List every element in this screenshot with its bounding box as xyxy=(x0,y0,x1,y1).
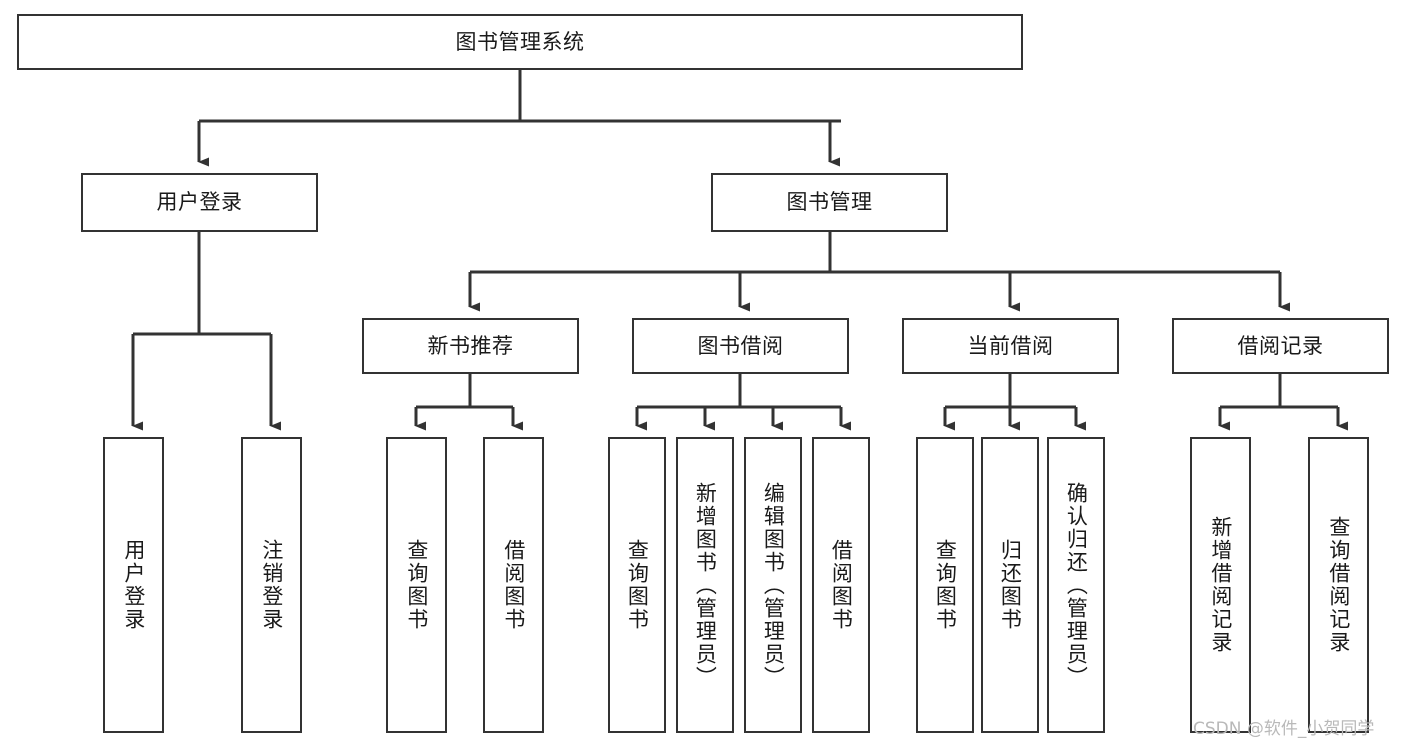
node-leaf-query-book-borrow[interactable]: 查询图书 xyxy=(608,437,666,733)
node-current-borrow-label: 当前借阅 xyxy=(967,333,1054,358)
node-leaf-confirm-return-admin-label: 确认归还（管理员） xyxy=(1064,481,1089,689)
node-leaf-return-book[interactable]: 归还图书 xyxy=(981,437,1039,733)
node-leaf-confirm-return-admin[interactable]: 确认归还（管理员） xyxy=(1047,437,1105,733)
node-leaf-query-book-current-label: 查询图书 xyxy=(933,539,958,631)
node-leaf-borrow-book-recommend[interactable]: 借阅图书 xyxy=(483,437,544,733)
node-leaf-add-borrow-record[interactable]: 新增借阅记录 xyxy=(1190,437,1251,733)
node-leaf-add-borrow-record-label: 新增借阅记录 xyxy=(1208,516,1233,654)
node-leaf-query-book-recommend-label: 查询图书 xyxy=(404,539,429,631)
node-leaf-borrow-book-label: 借阅图书 xyxy=(829,539,854,631)
node-book-borrow-label: 图书借阅 xyxy=(697,333,784,358)
node-leaf-borrow-book-recommend-label: 借阅图书 xyxy=(501,539,526,631)
node-borrow-record[interactable]: 借阅记录 xyxy=(1172,318,1389,374)
node-leaf-add-book-admin[interactable]: 新增图书（管理员） xyxy=(676,437,734,733)
node-leaf-user-login-label: 用户登录 xyxy=(121,539,146,631)
node-leaf-add-book-admin-label: 新增图书（管理员） xyxy=(693,481,718,689)
node-leaf-query-borrow-record-label: 查询借阅记录 xyxy=(1326,516,1351,654)
node-leaf-borrow-book[interactable]: 借阅图书 xyxy=(812,437,870,733)
node-current-borrow[interactable]: 当前借阅 xyxy=(902,318,1119,374)
node-book-management-label: 图书管理 xyxy=(786,190,873,215)
node-book-borrow[interactable]: 图书借阅 xyxy=(632,318,849,374)
node-leaf-edit-book-admin[interactable]: 编辑图书（管理员） xyxy=(744,437,802,733)
node-book-management[interactable]: 图书管理 xyxy=(711,173,948,232)
node-user-login[interactable]: 用户登录 xyxy=(81,173,318,232)
node-leaf-query-book-current[interactable]: 查询图书 xyxy=(916,437,974,733)
node-user-login-label: 用户登录 xyxy=(156,190,243,215)
node-root[interactable]: 图书管理系统 xyxy=(17,14,1023,70)
node-leaf-edit-book-admin-label: 编辑图书（管理员） xyxy=(761,481,786,689)
node-borrow-record-label: 借阅记录 xyxy=(1237,333,1324,358)
node-leaf-logout-label: 注销登录 xyxy=(259,539,284,631)
node-new-book-recommend-label: 新书推荐 xyxy=(427,333,514,358)
node-new-book-recommend[interactable]: 新书推荐 xyxy=(362,318,579,374)
node-leaf-query-borrow-record[interactable]: 查询借阅记录 xyxy=(1308,437,1369,733)
node-leaf-query-book-borrow-label: 查询图书 xyxy=(625,539,650,631)
node-leaf-return-book-label: 归还图书 xyxy=(998,539,1023,631)
node-root-label: 图书管理系统 xyxy=(455,29,585,54)
node-leaf-user-login[interactable]: 用户登录 xyxy=(103,437,164,733)
node-leaf-query-book-recommend[interactable]: 查询图书 xyxy=(386,437,447,733)
node-leaf-logout[interactable]: 注销登录 xyxy=(241,437,302,733)
